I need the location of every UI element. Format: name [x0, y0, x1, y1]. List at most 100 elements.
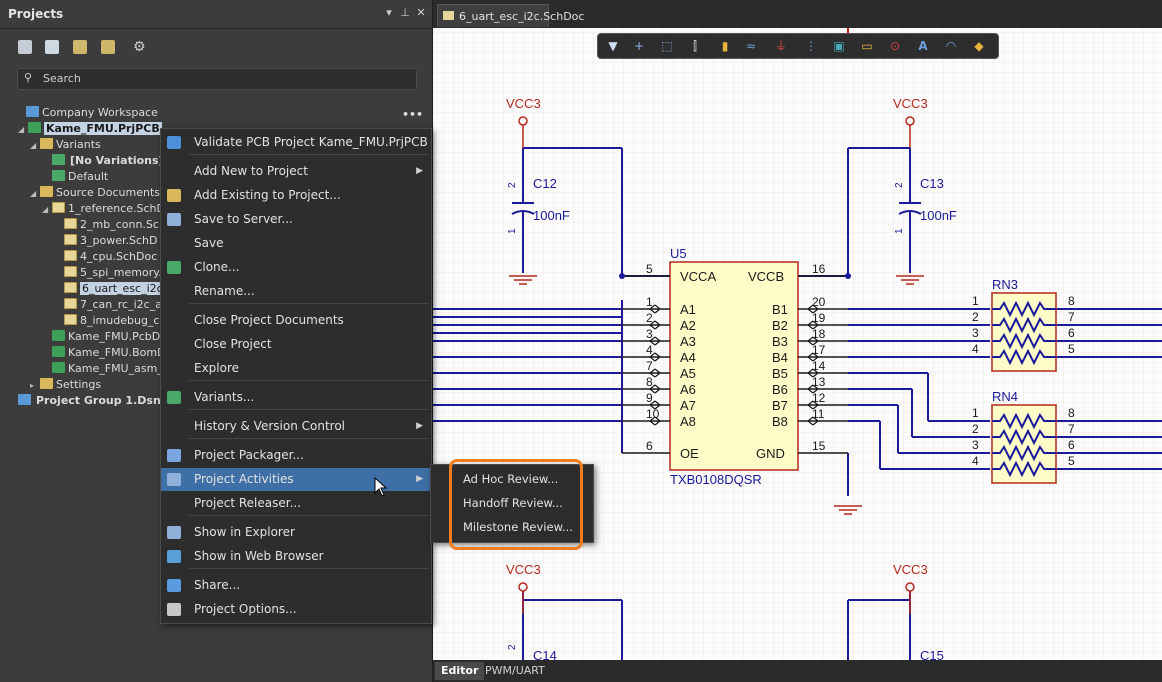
menu-item-history-version-control[interactable]: History & Version Control▶: [161, 415, 431, 438]
pin-number: 5: [646, 262, 653, 276]
schdoc-icon: [64, 314, 77, 325]
tab-schdoc[interactable]: 6_uart_esc_i2c.SchDoc: [437, 4, 584, 27]
tree-item[interactable]: Default: [42, 169, 108, 185]
io-arrow-icon: [807, 368, 819, 378]
menu-item-save-to-server[interactable]: Save to Server...: [161, 208, 431, 231]
expand-arrow-icon[interactable]: ▸: [30, 381, 35, 390]
pin-number: 6: [1068, 326, 1075, 340]
tree-item[interactable]: 7_can_rc_i2c_a: [54, 297, 162, 313]
menu-item-clone[interactable]: Clone...: [161, 256, 431, 279]
schdoc-icon: [64, 298, 77, 309]
menu-item-project-releaser[interactable]: Project Releaser...: [161, 492, 431, 515]
expand-arrow-icon[interactable]: ◢: [18, 125, 25, 134]
expand-arrow-icon[interactable]: ◢: [30, 189, 37, 198]
pin-number: 16: [812, 262, 826, 276]
submenu-item-ad-hoc-review[interactable]: Ad Hoc Review...: [431, 467, 593, 491]
pin-name: A6: [680, 382, 696, 397]
menu-item-share[interactable]: Share...: [161, 574, 431, 597]
schdoc-icon: [52, 202, 65, 213]
tab-editor[interactable]: Editor: [435, 662, 485, 680]
tree-item[interactable]: 3_power.SchD: [54, 233, 157, 249]
more-options-icon[interactable]: •••: [402, 108, 424, 121]
menu-item-project-packager[interactable]: Project Packager...: [161, 444, 431, 467]
menu-item-rename[interactable]: Rename...: [161, 280, 431, 303]
pin-number: 6: [646, 439, 653, 453]
menu-item-add-new[interactable]: Add New to Project▶: [161, 160, 431, 183]
menu-item-close-project[interactable]: Close Project: [161, 333, 431, 356]
tree-item[interactable]: Project Group 1.DsnWrk: [8, 393, 187, 409]
tree-item-label: Company Workspace: [42, 106, 158, 119]
expand-arrow-icon[interactable]: ◢: [42, 205, 49, 214]
harness-icon[interactable]: ◆: [974, 39, 984, 53]
menu-item-add-existing[interactable]: Add Existing to Project...: [161, 184, 431, 207]
expand-arrow-icon[interactable]: ◢: [30, 141, 37, 150]
menu-item-show-in-explorer[interactable]: Show in Explorer: [161, 521, 431, 544]
menu-item-save[interactable]: Save: [161, 232, 431, 255]
save-all-icon[interactable]: [45, 40, 59, 54]
open-project-icon[interactable]: [73, 40, 87, 54]
select-icon[interactable]: ⬚: [661, 39, 673, 53]
menu-item-variants[interactable]: Variants...: [161, 386, 431, 409]
menu-item-show-in-web-browser[interactable]: Show in Web Browser: [161, 545, 431, 568]
pin-name: VCCA: [680, 269, 716, 284]
schdoc-icon: [443, 11, 454, 20]
group-icon: [18, 394, 31, 405]
submenu-item-handoff-review[interactable]: Handoff Review...: [431, 491, 593, 515]
panel-menu-icon[interactable]: ▾: [386, 6, 392, 19]
tree-item[interactable]: Company Workspace: [16, 105, 158, 121]
tree-item[interactable]: [No Variations]: [42, 153, 166, 169]
tree-item[interactable]: 5_spi_memory.: [54, 265, 162, 281]
gear-icon[interactable]: ⚙: [133, 39, 146, 55]
context-menu: Validate PCB Project Kame_FMU.PrjPCB Add …: [160, 128, 432, 624]
menu-item-project-options[interactable]: Project Options...: [161, 598, 431, 621]
text-icon[interactable]: A: [918, 39, 928, 53]
panel-header: Projects ▾ ⊥ ✕: [0, 0, 432, 29]
search-input[interactable]: ⚲ Search: [17, 68, 417, 90]
tree-item[interactable]: 6_uart_esc_i2c.: [54, 281, 169, 297]
save-icon[interactable]: [18, 40, 32, 54]
sheet-symbol-icon[interactable]: ▣: [833, 39, 845, 53]
menu-separator: [189, 515, 429, 516]
pin-number: 18: [812, 327, 826, 341]
add-project-icon[interactable]: [101, 40, 115, 54]
tree-item[interactable]: ◢Kame_FMU.PrjPCB: [18, 121, 162, 137]
component-icon[interactable]: ▮: [721, 39, 729, 53]
pin-icon[interactable]: ⊥: [400, 6, 410, 19]
align-icon[interactable]: ⫿: [693, 39, 697, 53]
menu-item-project-activities[interactable]: Project Activities▶: [161, 468, 431, 491]
power-port-icon[interactable]: ⏚: [774, 39, 787, 53]
menu-item-close-docs[interactable]: Close Project Documents: [161, 309, 431, 332]
tree-item[interactable]: ▸ Settings: [30, 377, 101, 393]
tree-item[interactable]: ◢1_reference.SchD: [42, 201, 165, 217]
arc-icon[interactable]: ◠: [945, 39, 957, 53]
tree-item[interactable]: 8_imudebug_c: [54, 313, 159, 329]
wire-icon[interactable]: ≈: [745, 39, 757, 53]
pin-number: 14: [812, 359, 826, 373]
move-icon[interactable]: +: [633, 39, 645, 53]
tree-item[interactable]: Kame_FMU.BomD: [42, 345, 166, 361]
menu-item-explore[interactable]: Explore: [161, 357, 431, 380]
bus-icon[interactable]: ⋮: [805, 39, 817, 53]
tree-item[interactable]: 4_cpu.SchDoc: [54, 249, 157, 265]
junction-dot: [619, 273, 625, 279]
io-arrow-icon: [649, 336, 661, 346]
tree-item-label: Settings: [56, 378, 102, 391]
port-icon[interactable]: ▭: [861, 39, 873, 53]
close-icon[interactable]: ✕: [416, 6, 426, 19]
tree-item[interactable]: Kame_FMU_asm_: [42, 361, 163, 377]
tree-item[interactable]: Kame_FMU.PcbD: [42, 329, 160, 345]
tab-pwm-uart[interactable]: PWM/UART: [485, 664, 545, 677]
tree-item[interactable]: ◢Variants: [30, 137, 101, 153]
schdoc-icon: [64, 234, 77, 245]
filter-icon[interactable]: ▼: [608, 39, 618, 53]
panel-toolbar: ⚙: [0, 36, 432, 60]
submenu-item-milestone-review[interactable]: Milestone Review...: [431, 515, 593, 539]
save-to-server-icon: [167, 213, 181, 226]
tree-item[interactable]: ◢Source Documents: [30, 185, 160, 201]
menu-item-validate[interactable]: Validate PCB Project Kame_FMU.PrjPCB: [161, 131, 431, 154]
tree-item[interactable]: 2_mb_conn.Sch: [54, 217, 166, 233]
tree-item-label: Project Group 1.DsnWrk: [36, 394, 186, 407]
directive-icon[interactable]: ⊙: [889, 39, 901, 53]
pin-number: 20: [812, 295, 826, 309]
